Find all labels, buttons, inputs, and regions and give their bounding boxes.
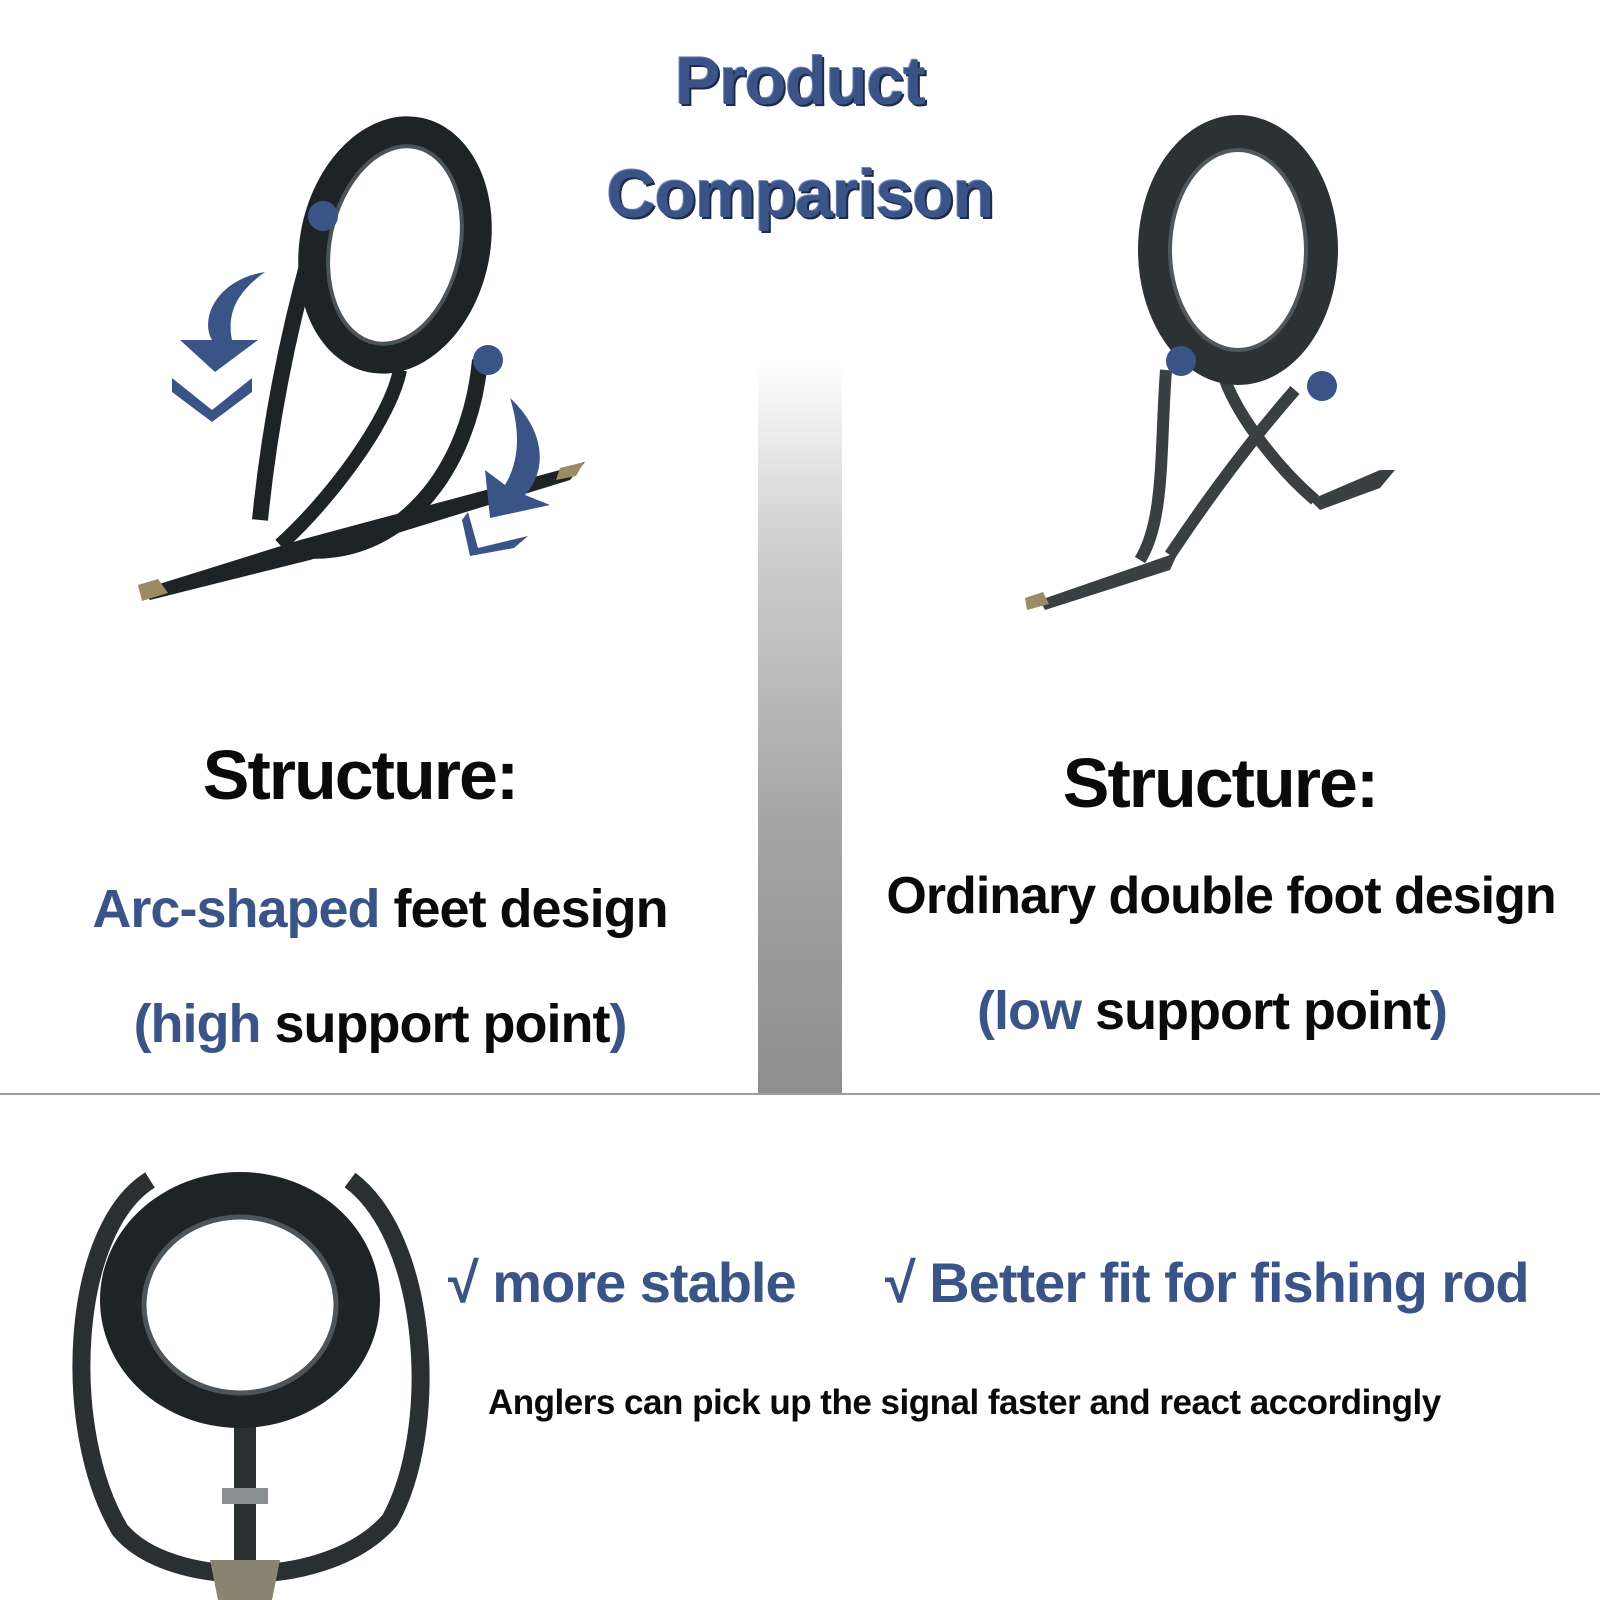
left-support-accent: high	[150, 994, 262, 1054]
right-support-accent: low	[994, 981, 1082, 1041]
arc-foot-guide-image	[138, 116, 585, 601]
check-better-fit: √ Better fit for fishing rod	[885, 1251, 1530, 1314]
left-close-paren: )	[609, 994, 627, 1054]
double-foot-guide-image	[1025, 115, 1395, 610]
center-divider	[758, 360, 842, 1094]
right-structure-heading: Structure:	[1062, 744, 1379, 822]
title-line-2: Comparison	[606, 156, 995, 232]
title-line-1: Product	[675, 43, 926, 119]
anglers-note: Anglers can pick up the signal faster an…	[488, 1383, 1441, 1422]
right-support-line: (low support point)	[842, 980, 1582, 1042]
left-structure-heading: Structure:	[202, 736, 519, 814]
left-support-line: (high support point)	[0, 993, 760, 1055]
left-open-paren: (	[133, 994, 152, 1054]
check-more-stable: √ more stable	[448, 1251, 797, 1314]
right-close-paren: )	[1429, 981, 1448, 1041]
right-support-rest: support point	[1081, 981, 1431, 1041]
left-feature-accent: Arc-shaped	[92, 879, 380, 939]
left-support-rest: support point	[260, 994, 611, 1054]
left-feature-rest: feet design	[379, 879, 669, 939]
right-open-paren: (	[977, 981, 995, 1041]
horizontal-divider	[0, 1093, 1600, 1095]
right-feature-line: Ordinary double foot design	[886, 867, 1556, 925]
guide-closeup-image	[72, 1172, 430, 1600]
left-feature-line: Arc-shaped feet design	[0, 878, 760, 940]
